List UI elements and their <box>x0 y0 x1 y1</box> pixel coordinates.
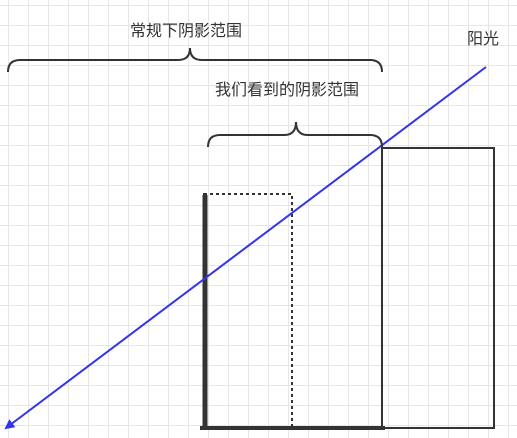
normal-shadow-label: 常规下阴影范围 <box>130 21 243 40</box>
brace-normal-shadow <box>7 47 383 73</box>
brace-seen-shadow <box>207 121 383 148</box>
dotted-shadow-rect <box>203 193 293 429</box>
building-rect <box>381 147 495 429</box>
sunlight-label: 阳光 <box>467 29 500 48</box>
seen-shadow-label: 我们看到的阴影范围 <box>215 80 360 99</box>
sun-ray-arrow <box>4 66 487 430</box>
